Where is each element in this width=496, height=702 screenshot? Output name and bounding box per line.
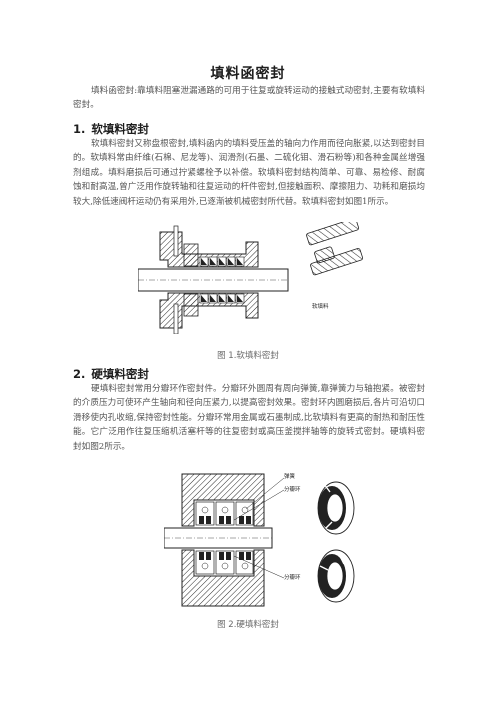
- section-1-heading: 1. 软填料密封: [73, 121, 149, 137]
- section-1-text: 软填料密封又称盘根密封,填料函内的填料受压盖的轴向力作用而径向胀紧,以达到密封目…: [73, 139, 425, 207]
- document-title: 填料函密封: [210, 66, 286, 82]
- section-2-heading: 2. 硬填料密封: [73, 366, 149, 382]
- figure-1-soft-packing: 软填料: [138, 222, 363, 334]
- intro-text: 填料函密封:靠填料阻塞泄漏通路的可用于往复或旋转运动的接触式动密封,主要有软填料…: [73, 86, 425, 111]
- figure-2-caption: 图 2.硬填料密封: [217, 620, 279, 630]
- section-1-paragraph: 软填料密封又称盘根密封,填料函内的填料受压盖的轴向力作用而径向胀紧,以达到密封目…: [73, 137, 425, 209]
- section-2-title: 硬填料密封: [91, 367, 149, 381]
- intro-paragraph: 填料函密封:靠填料阻塞泄漏通路的可用于往复或旋转运动的接触式动密封,主要有软填料…: [73, 84, 425, 113]
- section-1-number: 1.: [73, 122, 86, 136]
- figure-1-label: 软填料: [312, 302, 329, 310]
- figure-2-label-spring: 弹簧: [284, 472, 296, 480]
- figure-1-caption: 图 1.软填料密封: [217, 351, 279, 361]
- section-2-number: 2.: [73, 367, 86, 381]
- figure-2-label-split-ring-lower: 分瓣环: [284, 573, 301, 581]
- split-ring-upper-drawing: [317, 481, 355, 535]
- section-1-title: 软填料密封: [91, 122, 149, 136]
- figure-2-hard-packing: 弹簧 分瓣环 分瓣环: [164, 470, 364, 610]
- figure-2-label-split-ring-upper: 分瓣环: [284, 485, 301, 493]
- section-2-paragraph: 硬填料密封常用分瓣环作密封件。分瓣环外圆周有周向弹簧,靠弹簧力与轴抱紧。被密封的…: [73, 382, 425, 454]
- split-ring-lower-drawing: [317, 549, 355, 603]
- section-2-text: 硬填料密封常用分瓣环作密封件。分瓣环外圆周有周向弹簧,靠弹簧力与轴抱紧。被密封的…: [73, 384, 425, 452]
